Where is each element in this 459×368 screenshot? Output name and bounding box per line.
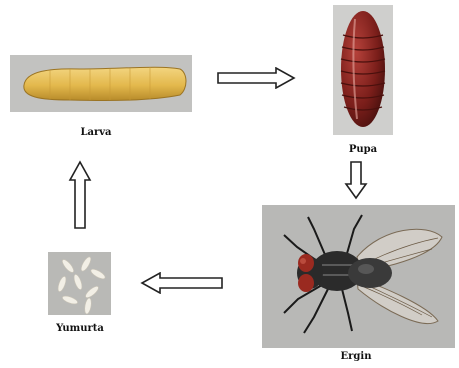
pupa-to-adult-arrow [344,160,368,200]
adult-label: Ergin [326,351,386,362]
housefly-photo [262,205,455,348]
eggs-photo [48,252,111,315]
larva-label: Larva [66,127,126,138]
egg-to-larva-arrow [68,160,92,230]
adult-to-egg-arrow [140,272,224,294]
pupa-photo [333,5,393,135]
pupa-label: Pupa [333,144,393,155]
egg-label: Yumurta [40,323,120,334]
larva-to-pupa-arrow [216,67,296,89]
larva-photo [10,55,192,112]
